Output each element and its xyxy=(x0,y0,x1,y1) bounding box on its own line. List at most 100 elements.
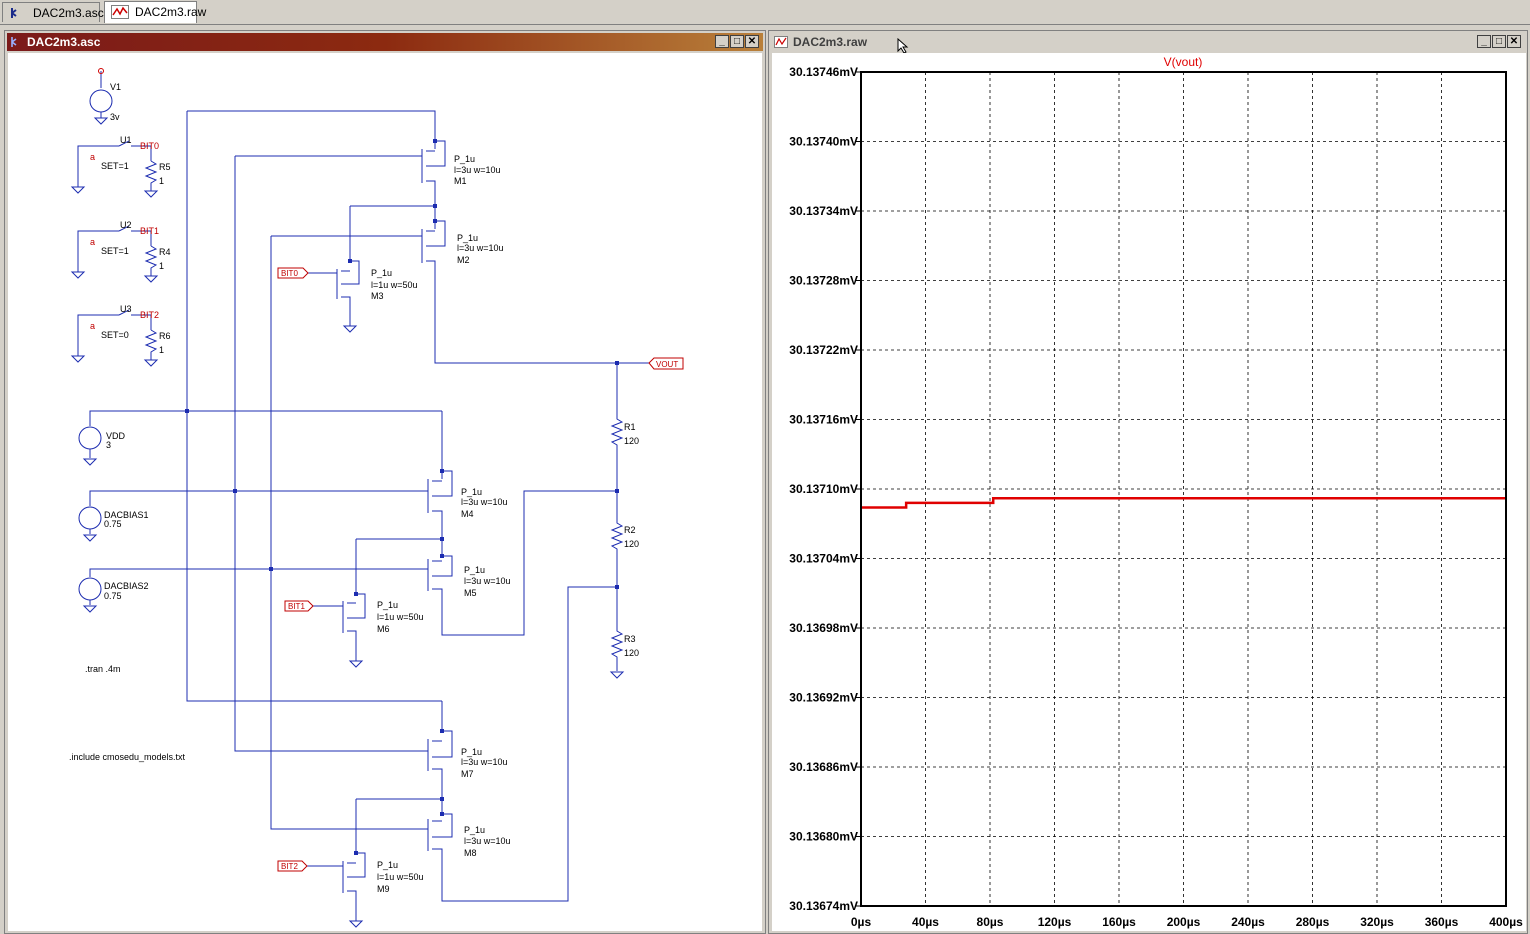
x-tick-label: 360µs xyxy=(1425,915,1459,929)
voltage-source-dacbias1[interactable] xyxy=(78,490,428,542)
y-tick-label: 30.13698mV xyxy=(789,621,858,635)
schematic-icon xyxy=(11,8,17,18)
u2-name: U2 xyxy=(120,220,132,230)
dacbias2-value: 0.75 xyxy=(104,591,122,601)
m6-size: l=1u w=50u xyxy=(377,612,424,622)
m1-model: P_1u xyxy=(454,154,475,164)
tab-waveform[interactable]: DAC2m3.raw xyxy=(104,1,206,23)
m4-model: P_1u xyxy=(461,487,482,497)
m2-name: M2 xyxy=(457,255,470,265)
x-tick-label: 120µs xyxy=(1038,915,1072,929)
close-button[interactable]: ✕ xyxy=(1507,35,1521,48)
u1-set: SET=1 xyxy=(101,161,129,171)
r4-value: 1 xyxy=(159,261,164,271)
y-tick-label: 30.13674mV xyxy=(789,899,858,913)
v1-name: V1 xyxy=(110,82,121,92)
schematic-window-title: DAC2m3.asc xyxy=(27,35,101,49)
y-tick-label: 30.13692mV xyxy=(789,691,858,705)
trace-vout[interactable] xyxy=(861,497,1506,509)
m5-size: l=3u w=10u xyxy=(464,576,511,586)
maximize-button[interactable]: □ xyxy=(730,35,744,48)
net-flag-bit1[interactable] xyxy=(284,600,314,612)
r4-name: R4 xyxy=(159,247,171,257)
net-flag-bit0[interactable] xyxy=(277,267,309,279)
r2-name: R2 xyxy=(624,525,636,535)
net-flag-vout[interactable] xyxy=(648,357,684,370)
m9-size: l=1u w=50u xyxy=(377,872,424,882)
r3-name: R3 xyxy=(624,634,636,644)
u2-set: SET=1 xyxy=(101,246,129,256)
r1-name: R1 xyxy=(624,422,636,432)
schematic-icon xyxy=(11,37,17,47)
schematic-canvas[interactable]: V1 3v U1 SET=1 R5 1 U2 SET=1 R4 1 U3 SET… xyxy=(8,53,762,931)
m3-name: M3 xyxy=(371,291,384,301)
schematic-window: DAC2m3.asc _□✕ xyxy=(4,30,766,934)
dacbias1-value: 0.75 xyxy=(104,519,122,529)
resistor-r1[interactable] xyxy=(610,363,624,491)
u3-pin: a xyxy=(90,321,95,331)
minimize-button[interactable]: _ xyxy=(715,35,729,48)
m6-name: M6 xyxy=(377,624,390,634)
bit2-label: BIT2 xyxy=(281,862,298,871)
voltage-source-v1[interactable] xyxy=(89,71,113,125)
x-tick-label: 400µs xyxy=(1489,915,1523,929)
m2-size: l=3u w=10u xyxy=(457,243,504,253)
minimize-button[interactable]: _ xyxy=(1477,35,1491,48)
tab-schematic-label: DAC2m3.asc xyxy=(33,6,104,20)
waveform-icon xyxy=(774,36,788,48)
waveform-titlebar[interactable]: DAC2m3.raw _□✕ xyxy=(771,33,1525,54)
include-directive[interactable]: .include cmosedu_models.txt xyxy=(69,752,186,762)
voltage-source-dacbias2[interactable] xyxy=(78,568,428,613)
dacbias1-name: DACBIAS1 xyxy=(104,510,149,520)
y-tick-label: 30.13710mV xyxy=(789,482,858,496)
waveform-icon xyxy=(111,5,129,19)
resistor-r2[interactable] xyxy=(610,491,624,587)
m4-name: M4 xyxy=(461,509,474,519)
schematic-titlebar[interactable]: DAC2m3.asc _□✕ xyxy=(7,33,763,51)
r5-name: R5 xyxy=(159,162,171,172)
y-tick-label: 30.13686mV xyxy=(789,760,858,774)
maximize-button[interactable]: □ xyxy=(1492,35,1506,48)
x-tick-label: 200µs xyxy=(1167,915,1201,929)
vdd-value: 3 xyxy=(106,440,111,450)
m7-model: P_1u xyxy=(461,747,482,757)
x-tick-label: 80µs xyxy=(977,915,1004,929)
vout-label: VOUT xyxy=(656,360,678,369)
switch-u1[interactable] xyxy=(70,140,159,198)
x-tick-label: 40µs xyxy=(912,915,939,929)
m7-name: M7 xyxy=(461,769,474,779)
switch-u2[interactable] xyxy=(70,225,159,283)
x-tick-label: 160µs xyxy=(1102,915,1136,929)
u2-pin: a xyxy=(90,237,95,247)
y-tick-label: 30.13740mV xyxy=(789,135,858,149)
m6-model: P_1u xyxy=(377,600,398,610)
m3-model: P_1u xyxy=(371,268,392,278)
tab-schematic[interactable]: DAC2m3.asc xyxy=(2,2,104,22)
y-tick-label: 30.13734mV xyxy=(789,204,858,218)
close-button[interactable]: ✕ xyxy=(745,35,759,48)
m9-name: M9 xyxy=(377,884,390,894)
net-flag-bit2[interactable] xyxy=(277,860,308,872)
resistor-r3[interactable] xyxy=(609,587,625,679)
m1-size: l=3u w=10u xyxy=(454,165,501,175)
plot-frame xyxy=(860,71,1507,907)
y-tick-label: 30.13716mV xyxy=(789,413,858,427)
u3-name: U3 xyxy=(120,304,132,314)
voltage-source-vdd[interactable] xyxy=(78,410,442,466)
m1-name: M1 xyxy=(454,176,467,186)
u1-pin: a xyxy=(90,152,95,162)
m3-size: l=1u w=50u xyxy=(371,280,418,290)
u3-net-label: BIT2 xyxy=(140,310,159,320)
document-tab-bar: DAC2m3.asc DAC2m3.raw xyxy=(0,0,1530,25)
switch-u3[interactable] xyxy=(70,309,159,367)
dacbias2-name: DACBIAS2 xyxy=(104,581,149,591)
m5-name: M5 xyxy=(464,588,477,598)
m8-model: P_1u xyxy=(464,825,485,835)
bit0-label: BIT0 xyxy=(281,269,298,278)
r6-name: R6 xyxy=(159,331,171,341)
legend-trace-vout[interactable]: V(vout) xyxy=(1164,55,1203,69)
tran-directive[interactable]: .tran .4m xyxy=(85,664,121,674)
schematic-drawing: V1 3v U1 SET=1 R5 1 U2 SET=1 R4 1 U3 SET… xyxy=(69,68,684,928)
